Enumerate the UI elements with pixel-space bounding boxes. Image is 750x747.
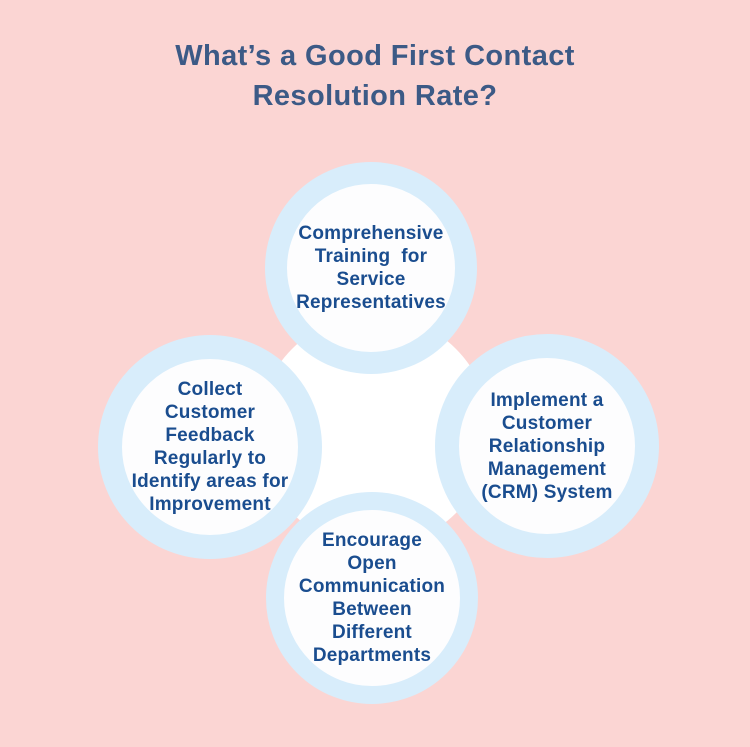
circle-label: Implement a Customer Relationship Manage… bbox=[481, 389, 613, 503]
circle-comprehensive-training: Comprehensive Training for Service Repre… bbox=[265, 162, 477, 374]
page-title: What’s a Good First Contact Resolution R… bbox=[175, 40, 575, 112]
circle-label: Collect Customer Feedback Regularly to I… bbox=[131, 379, 289, 515]
circle-open-communication: Encourage Open Communication Between Dif… bbox=[266, 492, 478, 704]
circle-label: Encourage Open Communication Between Dif… bbox=[298, 530, 446, 666]
circle-crm-system: Implement a Customer Relationship Manage… bbox=[435, 334, 659, 558]
circle-collect-feedback: Collect Customer Feedback Regularly to I… bbox=[98, 335, 322, 559]
circle-label: Comprehensive Training for Service Repre… bbox=[296, 223, 446, 313]
